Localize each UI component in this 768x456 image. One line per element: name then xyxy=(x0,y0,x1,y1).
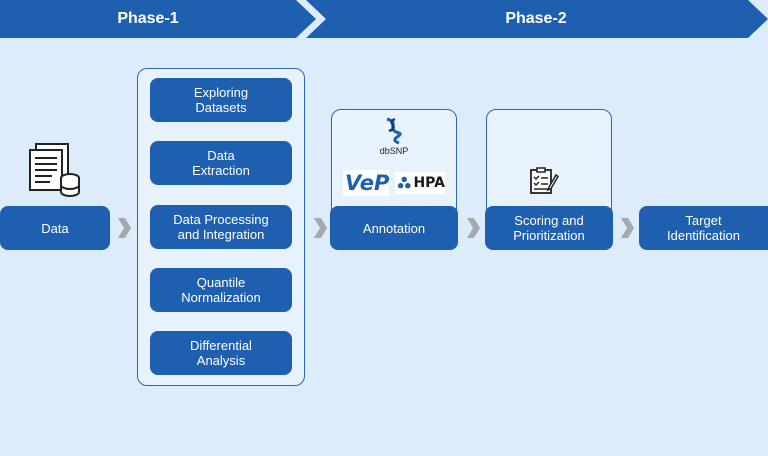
chevron-right-icon xyxy=(619,217,635,244)
chevron-right-icon xyxy=(465,217,481,244)
step-data-extraction: Data Extraction xyxy=(150,141,292,185)
step-quantile-normalization: Quantile Normalization xyxy=(150,268,292,312)
target-label: Target Identification xyxy=(667,213,740,243)
checklist-pencil-icon xyxy=(529,167,559,200)
hpa-logo-icon: HPA xyxy=(395,172,445,194)
chevron-right-icon xyxy=(312,217,328,244)
database-document-icon xyxy=(26,140,82,198)
annotation-node: Annotation xyxy=(330,206,458,250)
chevron-right-icon xyxy=(116,217,132,244)
hpa-logo-text: HPA xyxy=(413,175,445,191)
annotation-label: Annotation xyxy=(362,220,426,236)
phase-banner: Phase-1 Phase-2 xyxy=(0,0,768,38)
step-label: Data Processing and Integration xyxy=(173,212,269,242)
step-data-processing-integration: Data Processing and Integration xyxy=(150,205,292,249)
step-differential-analysis: Differential Analysis xyxy=(150,331,292,375)
dbsnp-label: dbSNP xyxy=(379,146,409,156)
data-node: Data xyxy=(0,206,110,250)
vep-logo-text: VeP xyxy=(345,171,390,195)
step-label: Exploring Datasets xyxy=(193,85,249,115)
vep-logo-icon: VeP xyxy=(343,170,389,196)
target-identification-node: Target Identification xyxy=(639,206,768,250)
step-exploring-datasets: Exploring Datasets xyxy=(150,78,292,122)
phase-2-label: Phase-2 xyxy=(505,10,567,27)
dbsnp-logo-icon xyxy=(381,117,407,150)
step-label: Data Extraction xyxy=(192,148,250,178)
scoring-label: Scoring and Prioritization xyxy=(513,213,585,243)
phase-banner-shapes xyxy=(0,0,768,38)
step-label: Differential Analysis xyxy=(190,338,252,368)
data-label: Data xyxy=(41,220,69,236)
phase-1-label: Phase-1 xyxy=(117,10,179,27)
scoring-prioritization-node: Scoring and Prioritization xyxy=(485,206,613,250)
step-label: Quantile Normalization xyxy=(181,275,261,305)
